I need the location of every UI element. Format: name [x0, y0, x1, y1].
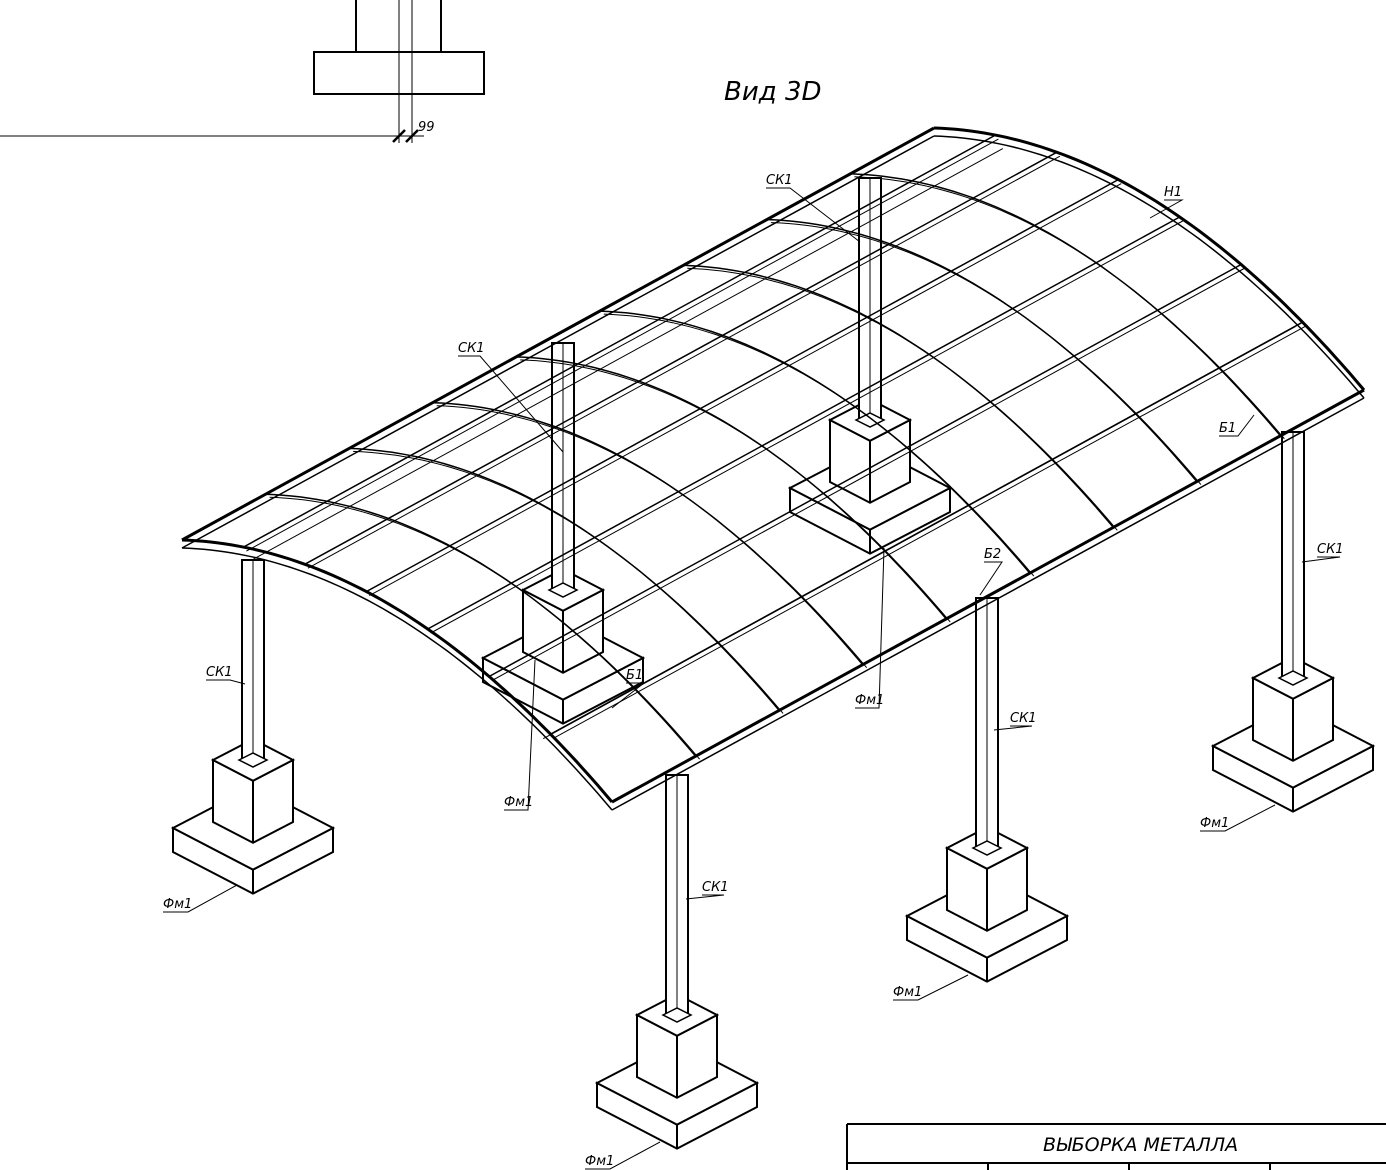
leader-line: [163, 884, 238, 913]
roof-arch-h1-edge: [436, 405, 868, 669]
roof-purlin-edge: [246, 138, 999, 552]
roof-arch-h1: [850, 173, 1281, 437]
leader-line: [1301, 556, 1341, 563]
main-beam-b1: [542, 326, 1296, 740]
roof-purlin-edge: [307, 155, 1061, 569]
roof-purlin: [304, 151, 1058, 565]
foundations: [170, 398, 1376, 1150]
label-b2: Б2: [984, 547, 1001, 562]
dimension-label: 99: [418, 120, 435, 135]
leader-lines: [163, 187, 1341, 1170]
roof-frame: [181, 126, 1366, 811]
base-plate: [547, 582, 579, 598]
leader-line: [611, 682, 646, 709]
leader-line: [504, 659, 536, 811]
leader-line: [855, 547, 885, 709]
roof-end-arch-fascia: [933, 135, 1365, 399]
leader-line: [1149, 199, 1184, 219]
main-beam-b1: [250, 148, 1004, 562]
roof-arch-h1-edge: [770, 222, 1202, 485]
roof-arch-h1: [683, 264, 1114, 528]
roof-arch-h1: [599, 310, 1031, 574]
leader-line: [1219, 414, 1255, 437]
label-ck1: СК1: [206, 665, 233, 680]
roof-edge-beam: [611, 388, 1365, 804]
roof-purlin: [243, 134, 996, 548]
roof-purlin: [427, 216, 1181, 630]
roof-purlin-edge: [491, 268, 1245, 681]
roof-edge-beam: [181, 126, 935, 542]
base-plate: [237, 752, 269, 768]
roof-arch-h1: [265, 493, 697, 757]
label-ck1: СК1: [702, 880, 729, 895]
roof-purlin-edge: [430, 220, 1183, 634]
label-ck1: СК1: [1010, 711, 1037, 726]
label-fm1: Фм1: [504, 795, 533, 810]
roof-end-arch-fascia: [181, 547, 613, 811]
label-fm1: Фм1: [163, 897, 192, 912]
label-fm1: Фм1: [585, 1154, 614, 1169]
roof-purlin: [488, 263, 1242, 678]
base-plate: [1277, 670, 1309, 686]
leader-line: [993, 725, 1033, 731]
label-fm1: Фм1: [893, 985, 922, 1000]
roof-end-arch: [181, 538, 614, 803]
roof-arch-h1: [349, 447, 780, 711]
leader-line: [206, 679, 246, 685]
roof-arch-h1-edge: [854, 176, 1285, 440]
roof-arch-h1-edge: [269, 496, 700, 760]
leader-line: [585, 1141, 661, 1170]
roof-end-arch: [933, 126, 1366, 391]
roof-arch-h1-edge: [603, 313, 1035, 577]
leader-line: [766, 187, 861, 243]
roof-edge-beam-bottom: [181, 135, 935, 549]
base-plate: [661, 1007, 693, 1023]
label-fm1: Фм1: [1200, 816, 1229, 831]
roof-arch-h1: [432, 401, 864, 666]
table-title: ВЫБОРКА МЕТАЛЛА: [1043, 1134, 1238, 1156]
label-ck1: СК1: [766, 173, 793, 188]
roof-purlin-edge: [369, 183, 1122, 597]
label-n1: Н1: [1164, 185, 1182, 200]
leader-line: [979, 561, 1003, 596]
label-b1: Б1: [1219, 421, 1236, 436]
label-fm1: Фм1: [855, 693, 884, 708]
leader-line: [685, 894, 725, 900]
section-fragment: [0, 0, 485, 143]
columns: [237, 177, 1309, 1023]
roof-purlin-edge: [553, 325, 1306, 739]
leader-line: [893, 974, 969, 1001]
roof-arch-h1-edge: [520, 359, 951, 623]
label-b1: Б1: [626, 668, 643, 683]
leader-line: [1200, 804, 1276, 832]
view-title: Вид 3D: [724, 77, 822, 107]
label-ck1: СК1: [458, 341, 485, 356]
roof-arch-h1-edge: [687, 267, 1118, 531]
roof-purlin: [365, 178, 1119, 593]
roof-arch-h1-edge: [353, 450, 784, 714]
leader-line: [458, 355, 564, 453]
base-plate: [971, 840, 1003, 856]
roof-edge-beam-bottom: [611, 397, 1365, 811]
label-ck1: СК1: [1317, 542, 1344, 557]
metal-schedule-table: [846, 1123, 1386, 1170]
